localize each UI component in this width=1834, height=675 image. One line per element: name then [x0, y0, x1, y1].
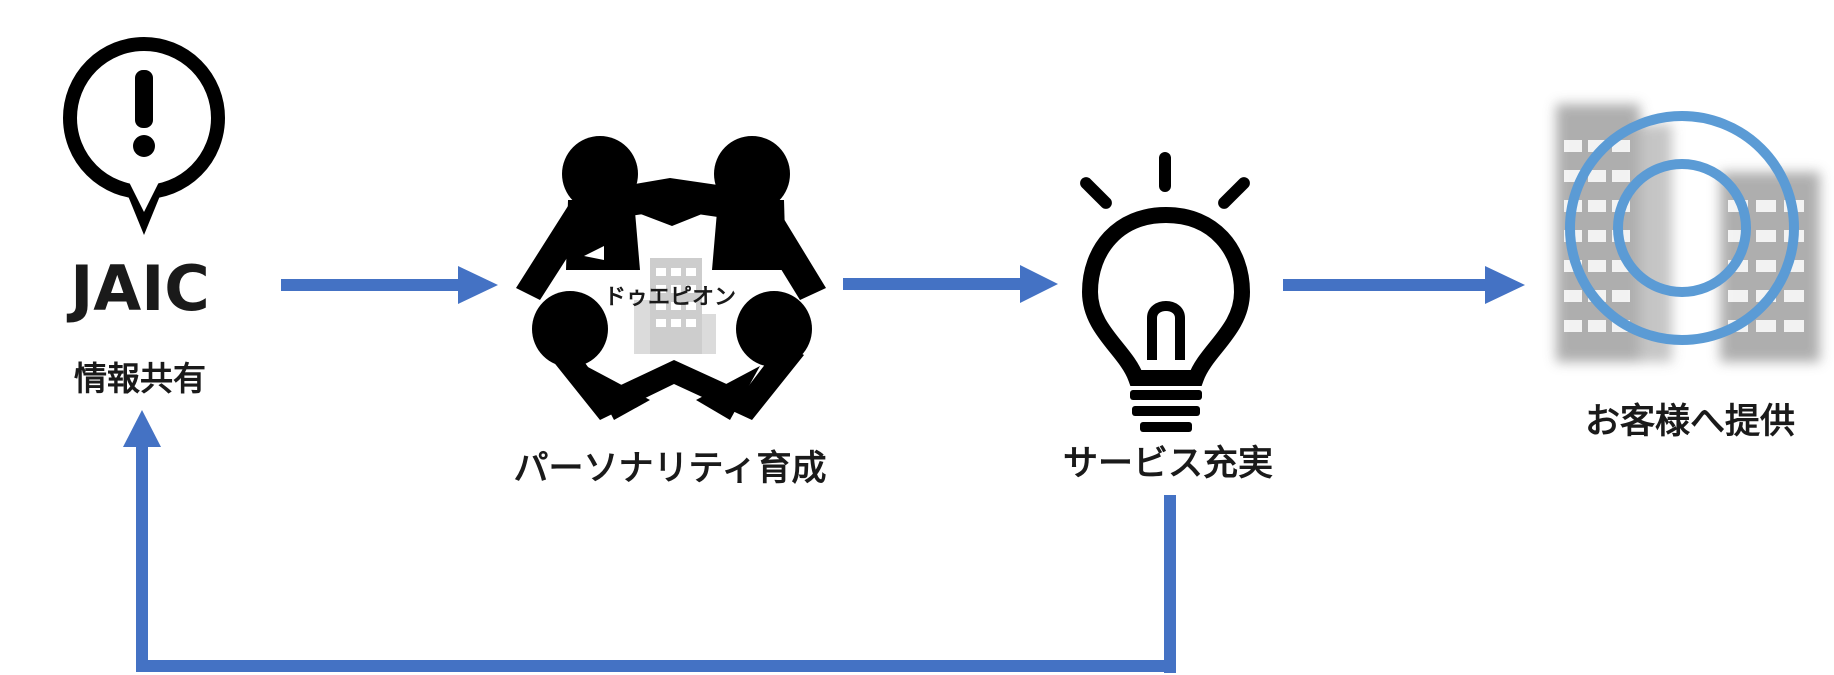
exclamation-speech-bubble-icon: [63, 37, 225, 235]
node-label-service: サービス充実: [1063, 444, 1273, 484]
arrow-service-to-client: [1283, 266, 1525, 304]
people-circle-icon: [516, 136, 826, 420]
buildings-target-icon: [1556, 104, 1820, 362]
lightbulb-icon: [1080, 152, 1251, 432]
node-label-share: 情報共有: [74, 359, 206, 398]
brand-label: JAIC: [66, 252, 210, 325]
arrow-share-to-train: [281, 266, 498, 304]
node-label-client: お客様へ提供: [1585, 401, 1795, 442]
target-icon: [1565, 111, 1799, 345]
arrow-train-to-service: [843, 265, 1058, 303]
feedback-arrow: [123, 410, 1176, 673]
company-name: ドゥエピオン: [604, 285, 736, 310]
office-building-icon: [634, 258, 716, 354]
node-label-train: パーソナリティ育成: [514, 449, 827, 489]
